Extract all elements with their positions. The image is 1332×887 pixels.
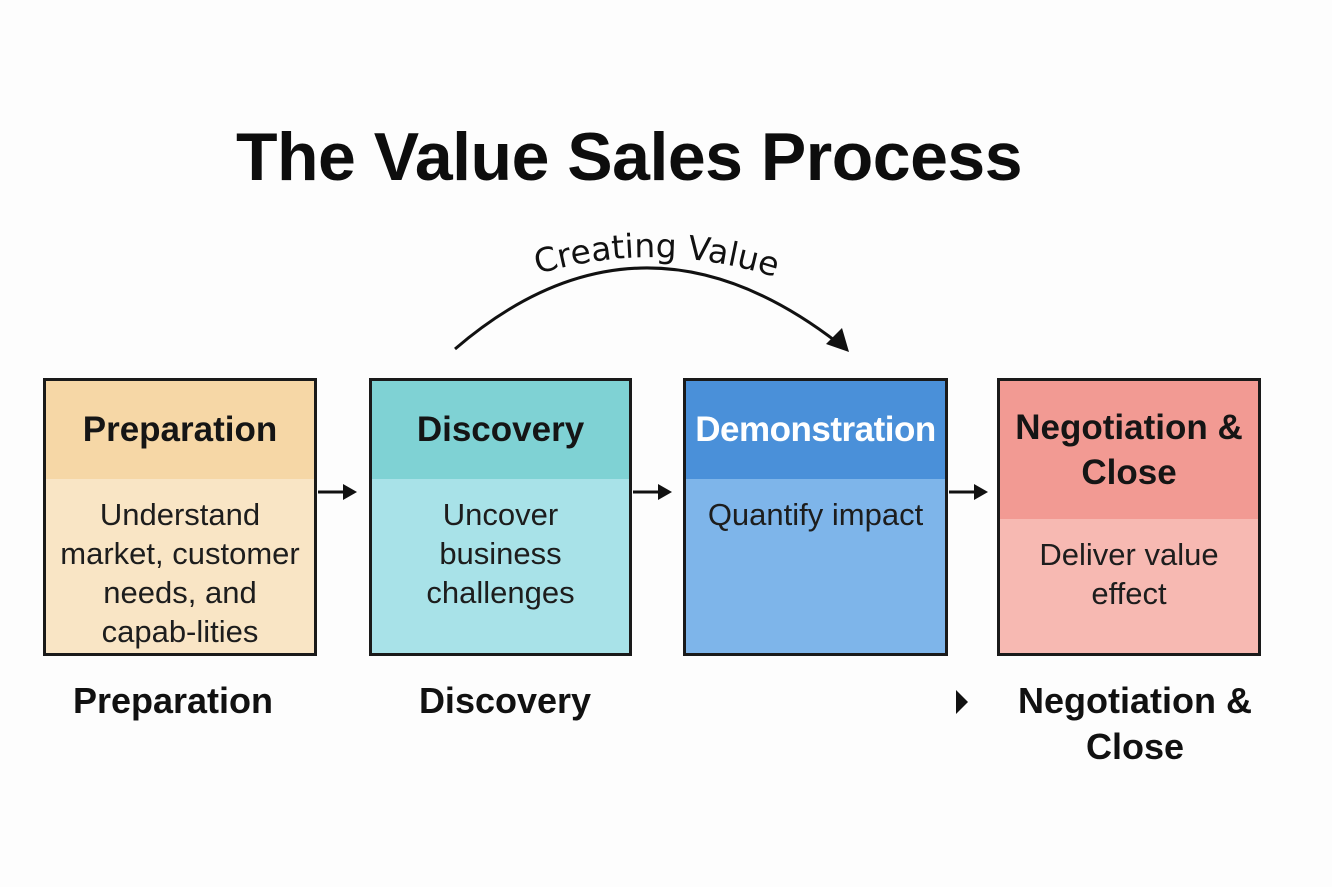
stage-heading: Discovery (372, 381, 629, 479)
arrow-right-icon (949, 484, 988, 500)
stage-box-demonstration: Demonstration Quantify impact (683, 378, 948, 656)
stage-box-negotiation: Negotiation & Close Deliver value effect (997, 378, 1261, 656)
arrow-right-icon (633, 484, 672, 500)
stage-description: Understand market, customer needs, and c… (46, 479, 314, 653)
caption-preparation: Preparation (72, 680, 274, 721)
stage-heading: Preparation (46, 381, 314, 479)
stage-box-preparation: Preparation Understand market, customer … (43, 378, 317, 656)
stage-box-discovery: Discovery Uncover business challenges (369, 378, 632, 656)
stage-heading: Demonstration (686, 381, 945, 479)
svg-text:Creating Value: Creating Value (529, 226, 784, 285)
stage-description: Quantify impact (686, 479, 945, 653)
diagram-title: The Value Sales Process (235, 119, 1023, 195)
stage-heading: Negotiation & Close (1000, 381, 1258, 519)
caption-negotiation: Negotiation & Close (1018, 680, 1252, 767)
caption-discovery: Discovery (418, 680, 592, 721)
arc-curve (454, 266, 839, 351)
arc-arrowhead-icon (826, 328, 849, 352)
caret-right-icon (956, 690, 968, 714)
stage-description: Uncover business challenges (372, 479, 629, 653)
stage-description: Deliver value effect (1000, 519, 1258, 653)
arc-label: Creating Value (529, 226, 784, 285)
arrow-right-icon (318, 484, 357, 500)
